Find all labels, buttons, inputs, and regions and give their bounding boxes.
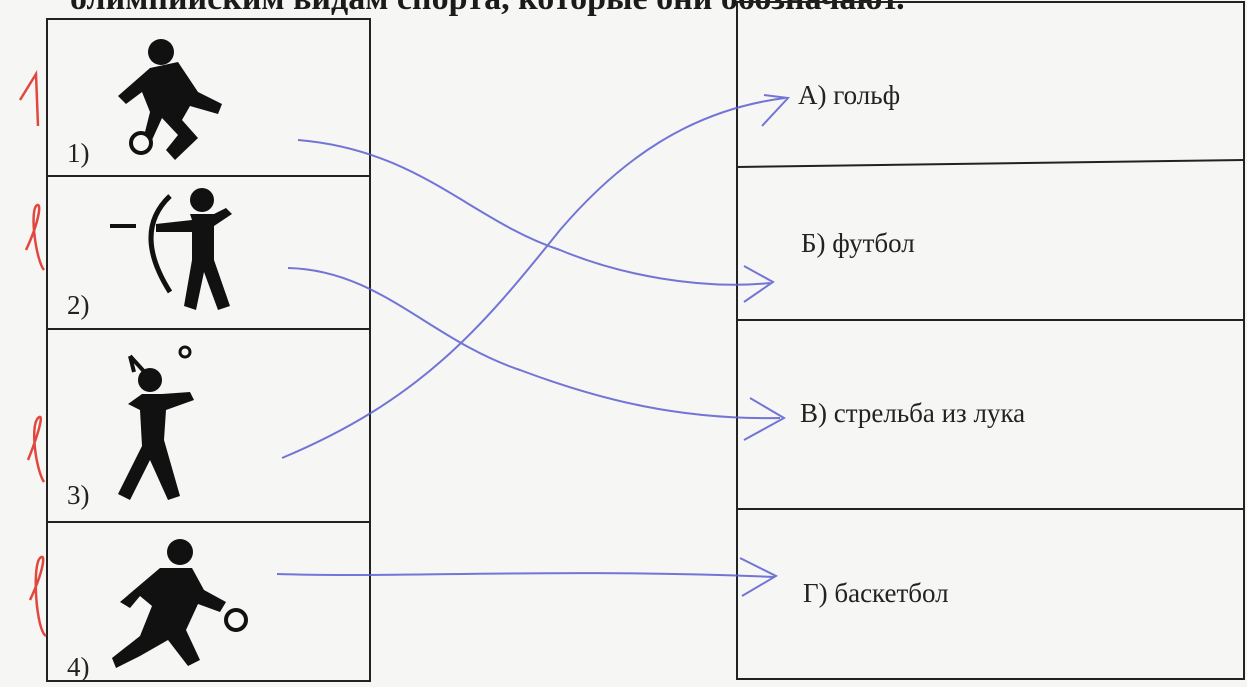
arrowhead-b	[743, 265, 775, 303]
grade-mark-3	[26, 415, 46, 483]
grade-mark-1	[18, 69, 40, 127]
pen-match-lines	[276, 94, 791, 597]
sports-table	[736, 1, 1245, 680]
pictogram-number-3: 3)	[67, 480, 90, 510]
pictogram-number-1: 1)	[67, 138, 90, 168]
pictogram-table-border	[46, 18, 371, 682]
sports-table-border	[736, 1, 1245, 680]
pictogram-number-2: 2)	[67, 290, 90, 320]
match-line-4-to-g	[276, 572, 775, 578]
sport-label-golf: А) гольф	[798, 80, 901, 110]
task-header: олимпийским видам спорта, которые они об…	[70, 0, 905, 18]
sport-label-basketball: Г) баскетбол	[803, 578, 949, 608]
arrowhead-a	[761, 94, 791, 127]
arrowhead-g	[739, 557, 779, 597]
sport-label-football: Б) футбол	[801, 228, 915, 258]
match-line-3-to-a	[281, 97, 786, 459]
sport-label-archery: В) стрельба из лука	[800, 398, 1026, 428]
pictogram-number-4: 4)	[67, 652, 90, 682]
pictogram-table	[46, 18, 371, 682]
match-line-1-to-b	[297, 139, 771, 286]
arrowhead-v	[743, 397, 787, 441]
golfer-icon	[118, 345, 194, 500]
archer-icon	[110, 188, 232, 310]
grade-mark-2	[24, 203, 46, 271]
basketball-player-icon	[112, 539, 248, 668]
sports-divider-1	[736, 159, 1245, 168]
match-line-2-to-v	[287, 267, 781, 420]
football-player-icon	[118, 39, 222, 160]
grade-mark-4	[28, 555, 47, 638]
grading-marks	[18, 69, 47, 638]
